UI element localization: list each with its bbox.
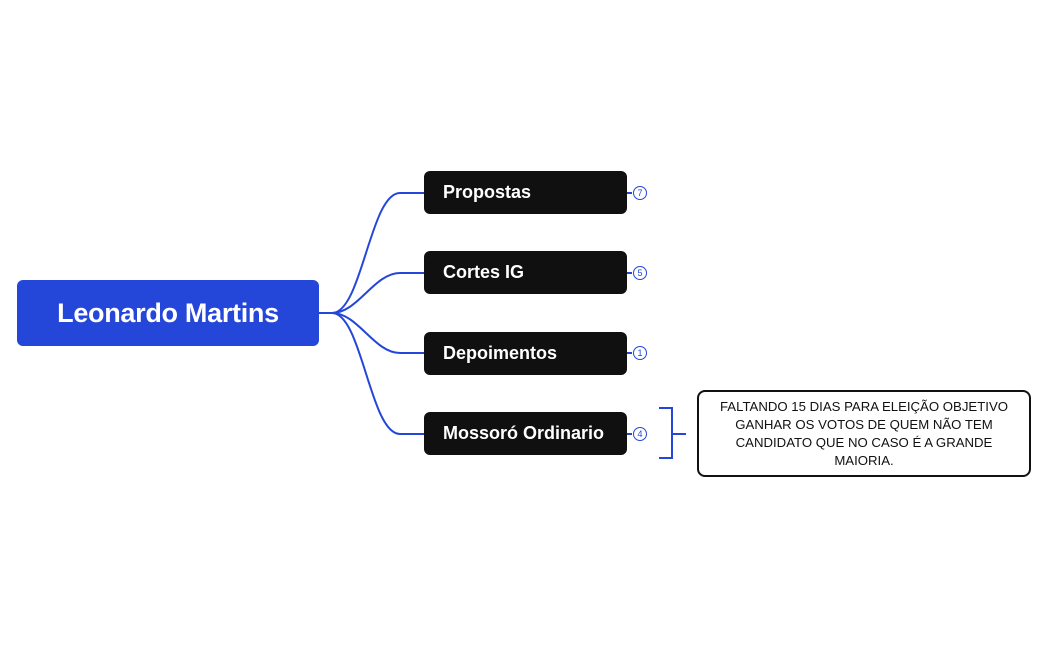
summary-bracket (659, 407, 686, 459)
topic-label: Mossoró Ordinario (443, 423, 605, 443)
collapse-count-badge[interactable]: 1 (633, 346, 647, 360)
summary-note[interactable]: FALTANDO 15 DIAS PARA ELEIÇÃO OBJETIVO G… (697, 390, 1031, 477)
topic-propostas[interactable]: Propostas (424, 171, 627, 214)
connector-cortes-ig (319, 272, 424, 314)
topic-cortes-ig[interactable]: Cortes IG (424, 251, 627, 294)
central-topic[interactable]: Leonardo Martins (17, 280, 319, 346)
topic-label: Cortes IG (443, 262, 525, 282)
topic-mossoro-ordinario[interactable]: Mossoró Ordinario (424, 412, 627, 455)
collapse-count-badge[interactable]: 5 (633, 266, 647, 280)
topic-label: Depoimentos (443, 343, 558, 363)
collapse-count-badge[interactable]: 7 (633, 186, 647, 200)
topic-depoimentos[interactable]: Depoimentos (424, 332, 627, 375)
connector-depoimentos (319, 312, 424, 354)
central-topic-label: Leonardo Martins (57, 297, 279, 328)
summary-note-text: FALTANDO 15 DIAS PARA ELEIÇÃO OBJETIVO G… (719, 398, 1008, 468)
collapse-count-badge[interactable]: 4 (633, 427, 647, 441)
topic-label: Propostas (443, 182, 532, 202)
connector-propostas (319, 192, 424, 314)
connector-mossoro (319, 312, 424, 435)
